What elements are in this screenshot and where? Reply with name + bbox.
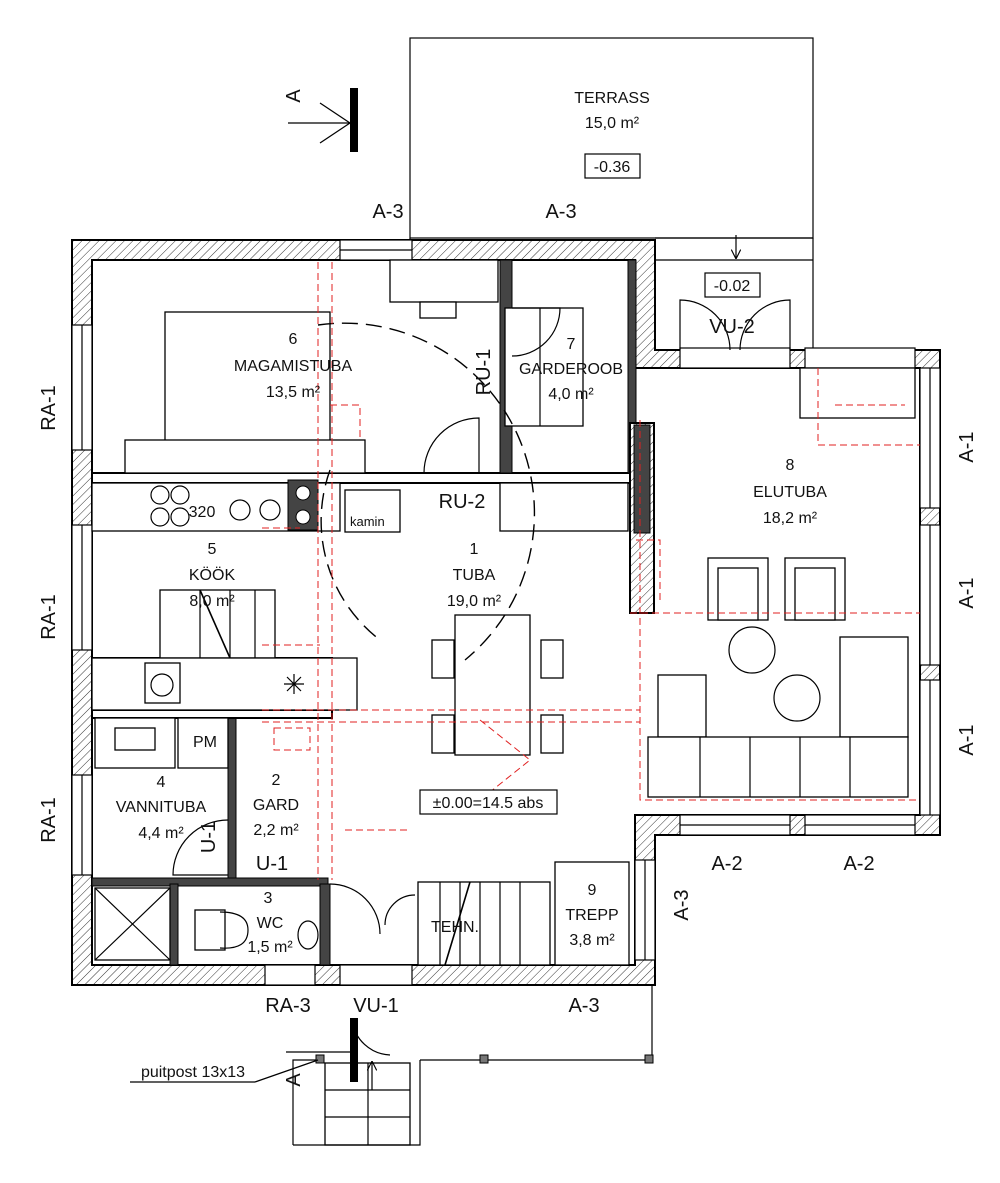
kitchen-number: 5	[208, 541, 217, 558]
furniture	[91, 259, 916, 1146]
bathroom-area: 4,4 m²	[138, 825, 184, 842]
main-room-name: TUBA	[453, 567, 496, 584]
a3-top-left: A-3	[372, 201, 403, 223]
stairs-name: TREPP	[565, 907, 618, 924]
u1-label: U-1	[256, 853, 288, 875]
terrace-area: TERRASS 15,0 m² -0.36	[409, 37, 814, 348]
stairs-area: 3,8 m²	[569, 932, 615, 949]
bathroom-name: VANNITUBA	[116, 799, 207, 816]
upper-floor-outline	[262, 262, 920, 880]
main-room-number: 1	[470, 541, 479, 558]
a2-left: A-2	[711, 853, 742, 875]
wardrobe-area: 4,0 m²	[548, 386, 594, 403]
terrace-level: -0.36	[594, 159, 631, 176]
tech-label: TEHN.	[431, 919, 479, 936]
a3-bottom: A-3	[568, 995, 599, 1017]
terrace-area-label: 15,0 m²	[585, 115, 640, 132]
ra1-bottom: RA-1	[38, 797, 60, 843]
section-label-bottom: A	[283, 1073, 305, 1087]
ru1-label: RU-1	[473, 349, 495, 396]
post-callout: puitpost 13x13	[130, 1059, 319, 1083]
closet-number: 2	[272, 772, 281, 789]
ra1-mid: RA-1	[38, 594, 60, 640]
a1-top: A-1	[956, 431, 978, 462]
a1-mid: A-1	[956, 577, 978, 608]
a2-right: A-2	[843, 853, 874, 875]
stairs-number: 9	[588, 882, 597, 899]
zero-level-label: ±0.00=14.5 abs	[433, 795, 544, 812]
terrace-name: TERRASS	[574, 90, 650, 107]
closet-name: GARD	[253, 797, 299, 814]
closet-area: 2,2 m²	[253, 822, 299, 839]
wc-number: 3	[264, 890, 273, 907]
post-label: puitpost 13x13	[141, 1064, 245, 1081]
living-area: 18,2 m²	[763, 510, 818, 527]
fireplace-label: kamin	[350, 514, 385, 529]
wardrobe-number: 7	[567, 336, 576, 353]
a3-top-mid: A-3	[545, 201, 576, 223]
wc-area: 1,5 m²	[247, 939, 293, 956]
section-marker-top: A	[283, 88, 358, 152]
ra1-top: RA-1	[38, 385, 60, 431]
wc-name: WC	[257, 915, 284, 932]
bedroom-number: 6	[289, 331, 298, 348]
entry-level: -0.02	[714, 278, 751, 295]
room-labels: 6 MAGAMISTUBA 13,5 m² 7 GARDEROOB 4,0 m²…	[116, 331, 827, 956]
section-label-top: A	[283, 89, 305, 103]
living-name: ELUTUBA	[753, 484, 827, 501]
a3-right: A-3	[671, 889, 693, 920]
a1-bottom: A-1	[956, 724, 978, 755]
vu1-label: VU-1	[353, 995, 399, 1017]
pm-label: PM	[193, 734, 217, 751]
section-marker-bottom: A	[283, 1018, 372, 1090]
ru2-label: RU-2	[439, 491, 486, 513]
annotation-labels: 320 kamin PM TEHN. A-3 A-3 A-3 A-3 RA-1 …	[38, 201, 978, 1017]
dimension-320: 320	[189, 504, 216, 521]
kitchen-area: 8,0 m²	[189, 593, 235, 610]
windows	[71, 239, 941, 986]
main-room-area: 19,0 m²	[447, 593, 502, 610]
vu2-label: VU-2	[709, 316, 755, 338]
kitchen-name: KÖÖK	[189, 566, 236, 584]
circulation-arc	[317, 322, 536, 661]
ra3-label: RA-3	[265, 995, 311, 1017]
wardrobe-name: GARDEROOB	[519, 361, 623, 378]
bathroom-number: 4	[157, 774, 166, 791]
door-swings	[172, 299, 791, 1056]
bedroom-name: MAGAMISTUBA	[234, 358, 353, 375]
bedroom-area: 13,5 m²	[266, 384, 321, 401]
u1-vertical-label: U-1	[198, 821, 220, 853]
terrace-level-box	[584, 153, 641, 179]
living-number: 8	[786, 457, 795, 474]
